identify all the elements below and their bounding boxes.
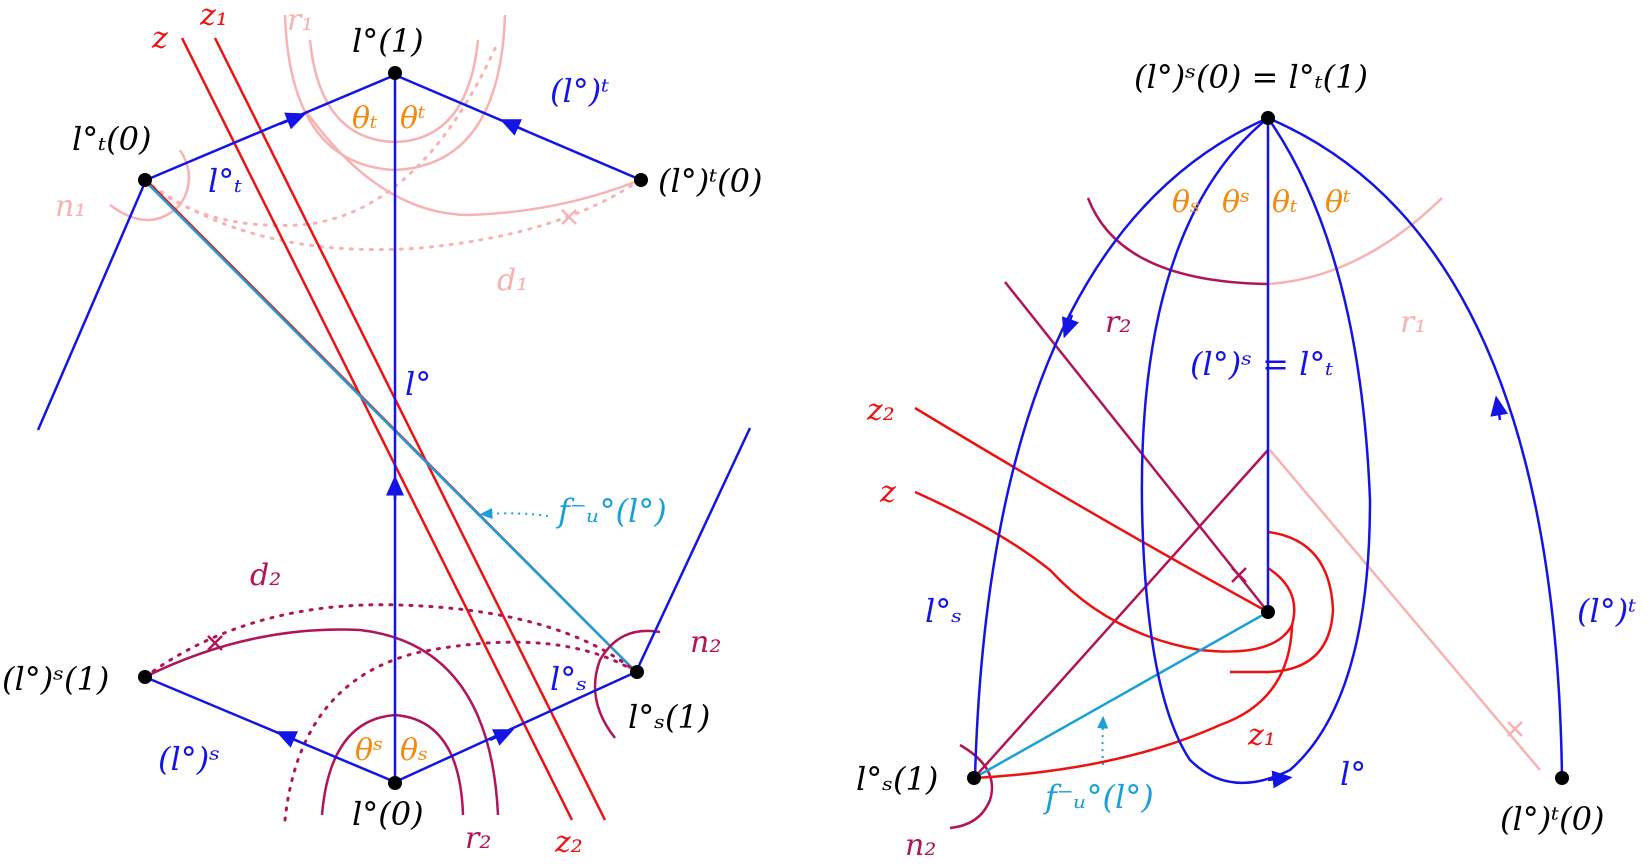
label-lt-sub: l°ₜ (208, 162, 242, 200)
r2-line (1004, 281, 1269, 613)
label-l0: l°(0) (352, 795, 424, 833)
label-n2: n₂ (690, 625, 721, 660)
label-n2: n₂ (905, 828, 936, 860)
label-lt-sup: (l°)ᵗ (550, 72, 609, 110)
label-f: f⁻ᵤ°(l°) (556, 492, 667, 530)
left-outer-line (36, 179, 148, 431)
label-ls1: l°ₛ(1) (856, 760, 938, 798)
d2-cross (207, 635, 223, 651)
lt-arrow-a (279, 112, 307, 130)
l-loop-arrow (1267, 770, 1293, 789)
right-outer-line (634, 427, 752, 673)
label-r1: r₁ (1400, 305, 1426, 340)
label-z: z (151, 21, 168, 56)
label-lt0-sup: (l°)ᵗ(0) (1500, 800, 1604, 838)
r2-cross (1231, 567, 1247, 583)
ls-arc (973, 116, 1269, 779)
ls-line (394, 670, 637, 784)
f-pointer (479, 507, 549, 520)
n2-arc (949, 743, 994, 830)
point-center (1261, 605, 1275, 619)
label-l: l° (1340, 755, 1366, 793)
point-l0 (388, 776, 402, 790)
label-theta-t: θₜ (352, 101, 378, 136)
d2-dotted-1 (143, 603, 638, 679)
maroon-diag (973, 449, 1269, 779)
z-line (180, 37, 574, 821)
ls-sup-arrow (275, 731, 301, 748)
ls-sup-line (144, 675, 396, 784)
point-lt0-sup (634, 173, 648, 187)
r1-cross (1507, 721, 1523, 737)
l-loop (1140, 117, 1372, 785)
label-theta-s: θₛ (400, 733, 428, 768)
n2-arc (593, 629, 661, 739)
d1-cross (561, 209, 577, 225)
point-ls1-sup (138, 670, 152, 684)
label-ls-sup: (l°)ˢ (158, 740, 220, 778)
point-ls1 (967, 771, 981, 785)
label-lt0-sup: (l°)ᵗ(0) (658, 162, 762, 200)
label-lt-sup: (l°)ᵗ (1577, 592, 1636, 630)
z-loop (1230, 530, 1335, 674)
pink-arc-large (303, 109, 641, 217)
d1-dotted-2 (143, 178, 642, 252)
label-r2: r₂ (1105, 305, 1131, 340)
label-ls-sub: l°ₛ (550, 660, 587, 698)
label-f: f⁻ᵤ°(l°) (1043, 778, 1154, 816)
label-lt0: l°ₜ(0) (72, 120, 151, 158)
label-theta-t: θₜ (1272, 185, 1298, 220)
r2-arc-outer (144, 628, 500, 816)
label-r2: r₂ (465, 821, 491, 856)
point-ls1 (630, 665, 644, 679)
pink-arc-top (1267, 197, 1443, 286)
label-z2: z₂ (866, 393, 895, 428)
label-ls1-sup: (l°)ˢ(1) (2, 660, 109, 698)
point-lt0-sup (1555, 771, 1569, 785)
label-theta-sup-t: θᵗ (400, 101, 426, 136)
z-curve (914, 490, 1296, 653)
label-z1: z₁ (199, 0, 228, 33)
label-l: l° (405, 365, 431, 403)
f-line (145, 181, 637, 673)
label-theta-s: θₛ (1172, 185, 1200, 220)
point-l1 (388, 66, 402, 80)
label-z2: z₂ (554, 825, 583, 860)
label-r1: r₁ (287, 3, 313, 38)
label-theta-sup-t: θᵗ (1325, 185, 1351, 220)
label-theta-sup-s: θˢ (355, 733, 383, 768)
label-n1: n₁ (55, 189, 86, 224)
label-z: z (879, 475, 896, 510)
label-mid: (l°)ˢ = l°ₜ (1190, 345, 1333, 383)
label-d2: d₂ (250, 558, 281, 593)
lt-arc (1267, 116, 1564, 779)
ls-arc-arrow (1062, 314, 1079, 339)
maroon-arc-top (1086, 197, 1269, 286)
lt-arc-arrow (1490, 395, 1509, 421)
ls-arrow (489, 729, 515, 746)
label-ls1: l°ₛ(1) (628, 698, 710, 736)
lt-line (145, 73, 396, 182)
z1-curve (973, 624, 1294, 780)
label-ls-sub: l°ₛ (925, 592, 962, 630)
z1-line (213, 37, 607, 821)
z2-line (914, 406, 1269, 614)
r1-line (1269, 449, 1541, 771)
point-top (1261, 111, 1275, 125)
label-top: (l°)ˢ(0) = l°ₜ(1) (1134, 58, 1368, 96)
label-d1: d₁ (497, 263, 528, 298)
label-theta-sup-s: θˢ (1222, 185, 1250, 220)
left-diagram: z₁ z r₁ l°(1) (l°)ᵗ l°ₜ(0) l°ₜ n₁ θₜ θᵗ … (2, 0, 762, 860)
f-line (973, 610, 1269, 780)
point-lt0 (138, 173, 152, 187)
label-l1: l°(1) (352, 22, 424, 60)
right-diagram: (l°)ˢ(0) = l°ₜ(1) θₛ θˢ θₜ θᵗ r₂ r₁ (l°)… (856, 58, 1636, 863)
label-z1: z₁ (1247, 718, 1276, 753)
d1-dotted-1 (143, 40, 500, 227)
f-pointer (1097, 715, 1109, 766)
lt-arrow-b (499, 119, 525, 136)
